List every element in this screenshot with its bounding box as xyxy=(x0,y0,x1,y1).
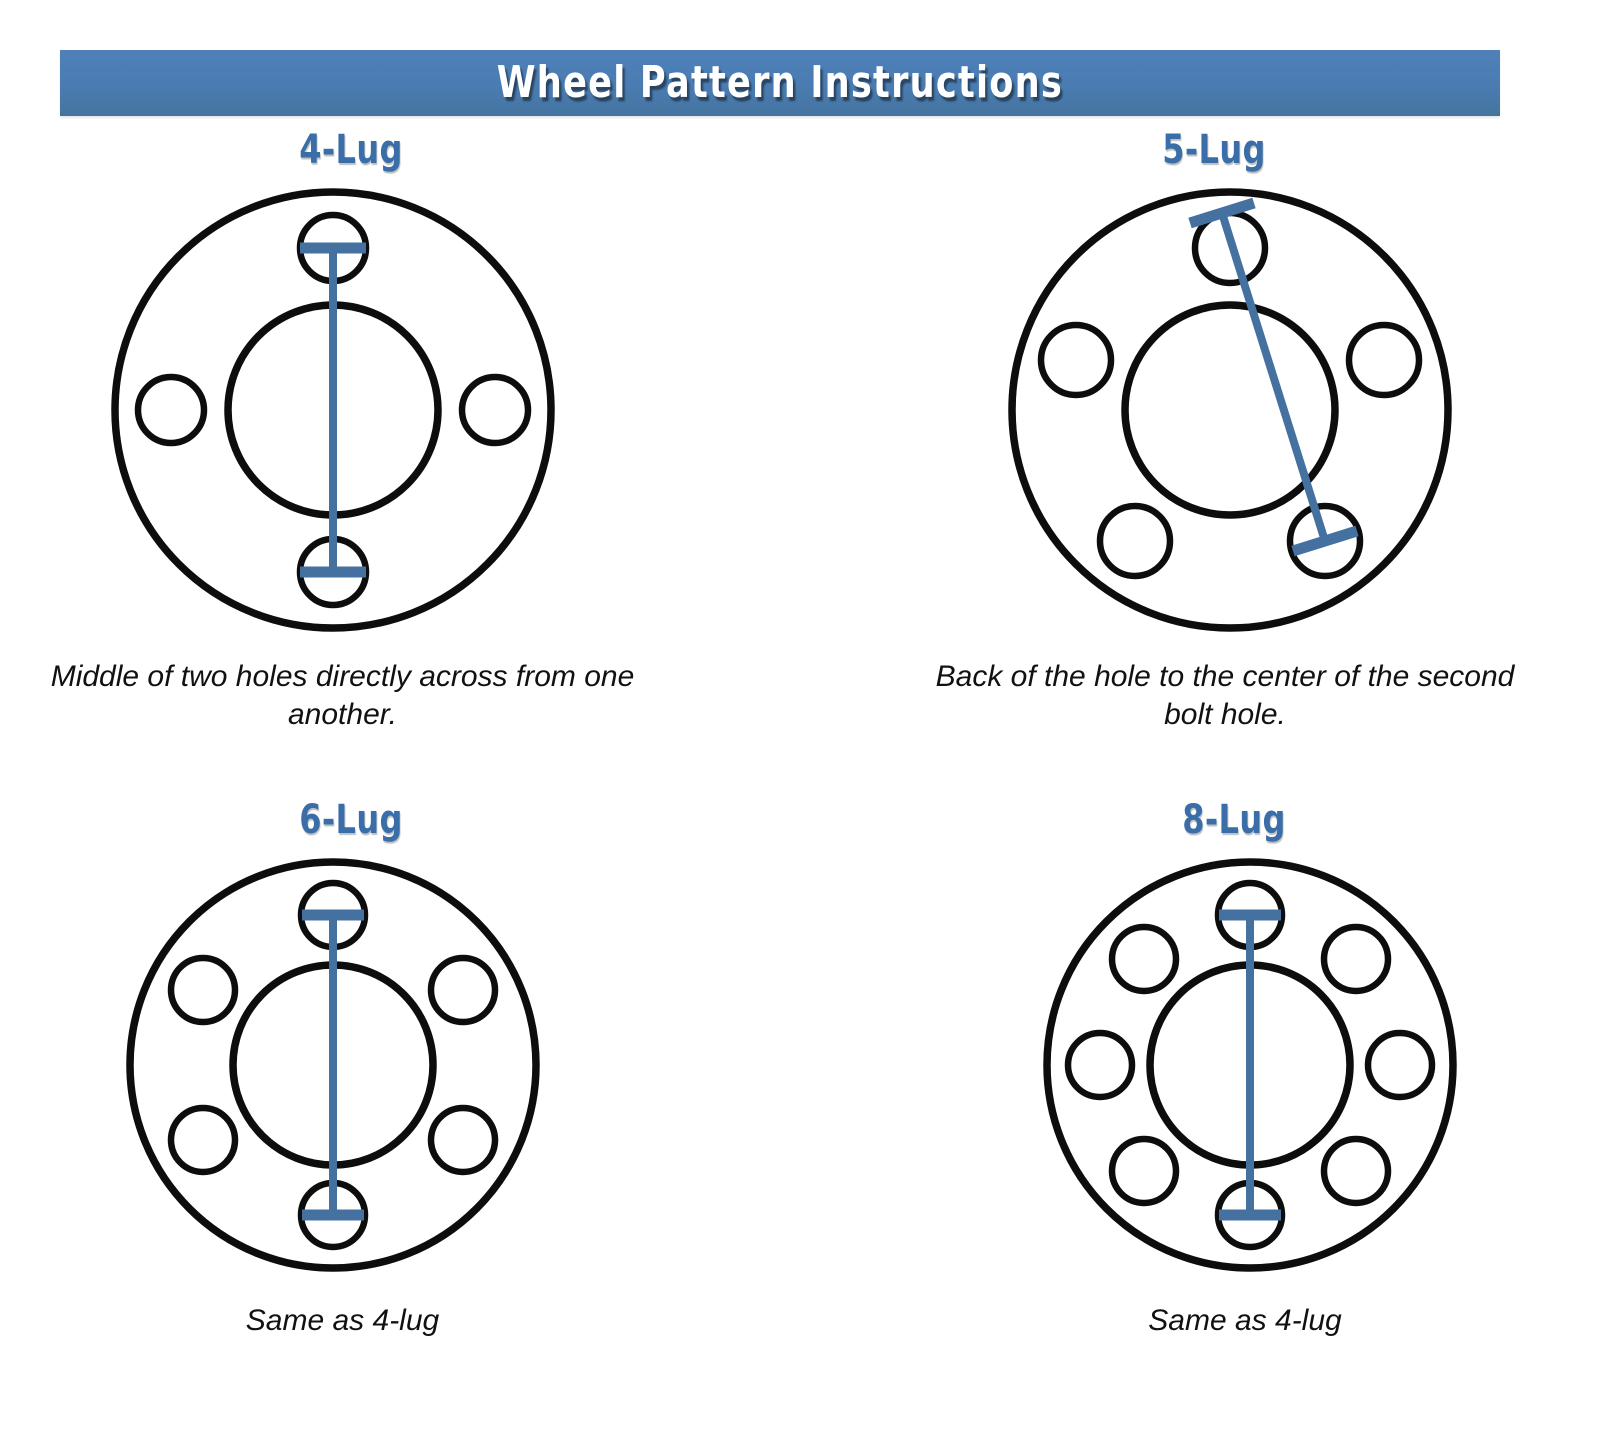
header-banner: Wheel Pattern Instructions xyxy=(60,50,1500,116)
wheel-svg-8-lug xyxy=(1043,858,1457,1272)
bolt-hole xyxy=(1320,1135,1392,1207)
outer-rim-circle xyxy=(110,188,555,632)
diagram-label-8-lug: 8-Lug xyxy=(1182,797,1286,843)
diagram-label-5-lug: 5-Lug xyxy=(1162,127,1266,173)
outer-rim-circle xyxy=(1043,858,1457,1272)
diagram-label-6-lug: 6-Lug xyxy=(299,797,403,843)
diagram-card-8-lug: 8-Lug xyxy=(790,800,1550,1340)
diagram-card-5-lug: 5-Lug Back of the hole to the xyxy=(770,130,1530,735)
center-hub-circle xyxy=(1121,301,1339,519)
bolt-hole xyxy=(1364,1029,1436,1101)
outer-rim-circle xyxy=(1008,188,1452,632)
measurement-cap-back-of-hole xyxy=(1188,197,1256,229)
measurement-line xyxy=(1218,211,1329,543)
bolt-hole xyxy=(167,954,238,1026)
diagram-caption-5-lug: Back of the hole to the center of the se… xyxy=(935,660,1515,732)
bolt-hole xyxy=(427,1104,498,1176)
wheel-svg-4-lug xyxy=(110,188,555,632)
wheel-figure-8-lug xyxy=(790,850,1550,1280)
bolt-hole xyxy=(1108,1135,1180,1207)
wheel-figure-4-lug xyxy=(45,180,805,640)
page-title: Wheel Pattern Instructions xyxy=(496,57,1064,108)
bolt-hole xyxy=(427,954,498,1026)
bolt-hole xyxy=(167,1104,238,1176)
wheel-figure-6-lug xyxy=(45,850,805,1280)
bolt-hole xyxy=(1108,923,1180,995)
diagram-caption-4-lug: Middle of two holes directly across from… xyxy=(50,660,635,732)
diagram-card-6-lug: 6-Lug Same as 4-lug xyxy=(45,800,805,1340)
diagram-card-4-lug: 4-Lug Middle of two holes directly acros… xyxy=(45,130,805,735)
bolt-hole xyxy=(1320,923,1392,995)
bolt-hole xyxy=(1345,321,1423,399)
bolt-hole xyxy=(1037,321,1115,399)
diagram-caption-6-lug: Same as 4-lug xyxy=(245,1304,440,1337)
wheel-svg-5-lug xyxy=(1008,188,1452,632)
diagram-label-4-lug: 4-Lug xyxy=(299,127,403,173)
bolt-hole xyxy=(458,373,531,447)
diagram-caption-8-lug: Same as 4-lug xyxy=(1148,1304,1342,1337)
outer-rim-circle xyxy=(125,858,540,1272)
diagram-grid: 4-Lug Middle of two holes directly acros… xyxy=(0,130,1614,1454)
bolt-hole xyxy=(1064,1029,1136,1101)
bolt-hole xyxy=(1096,502,1174,580)
wheel-figure-5-lug xyxy=(770,180,1530,640)
wheel-svg-6-lug xyxy=(125,858,540,1272)
measurement-cap-hole-center xyxy=(1291,525,1359,557)
bolt-hole xyxy=(134,373,207,447)
